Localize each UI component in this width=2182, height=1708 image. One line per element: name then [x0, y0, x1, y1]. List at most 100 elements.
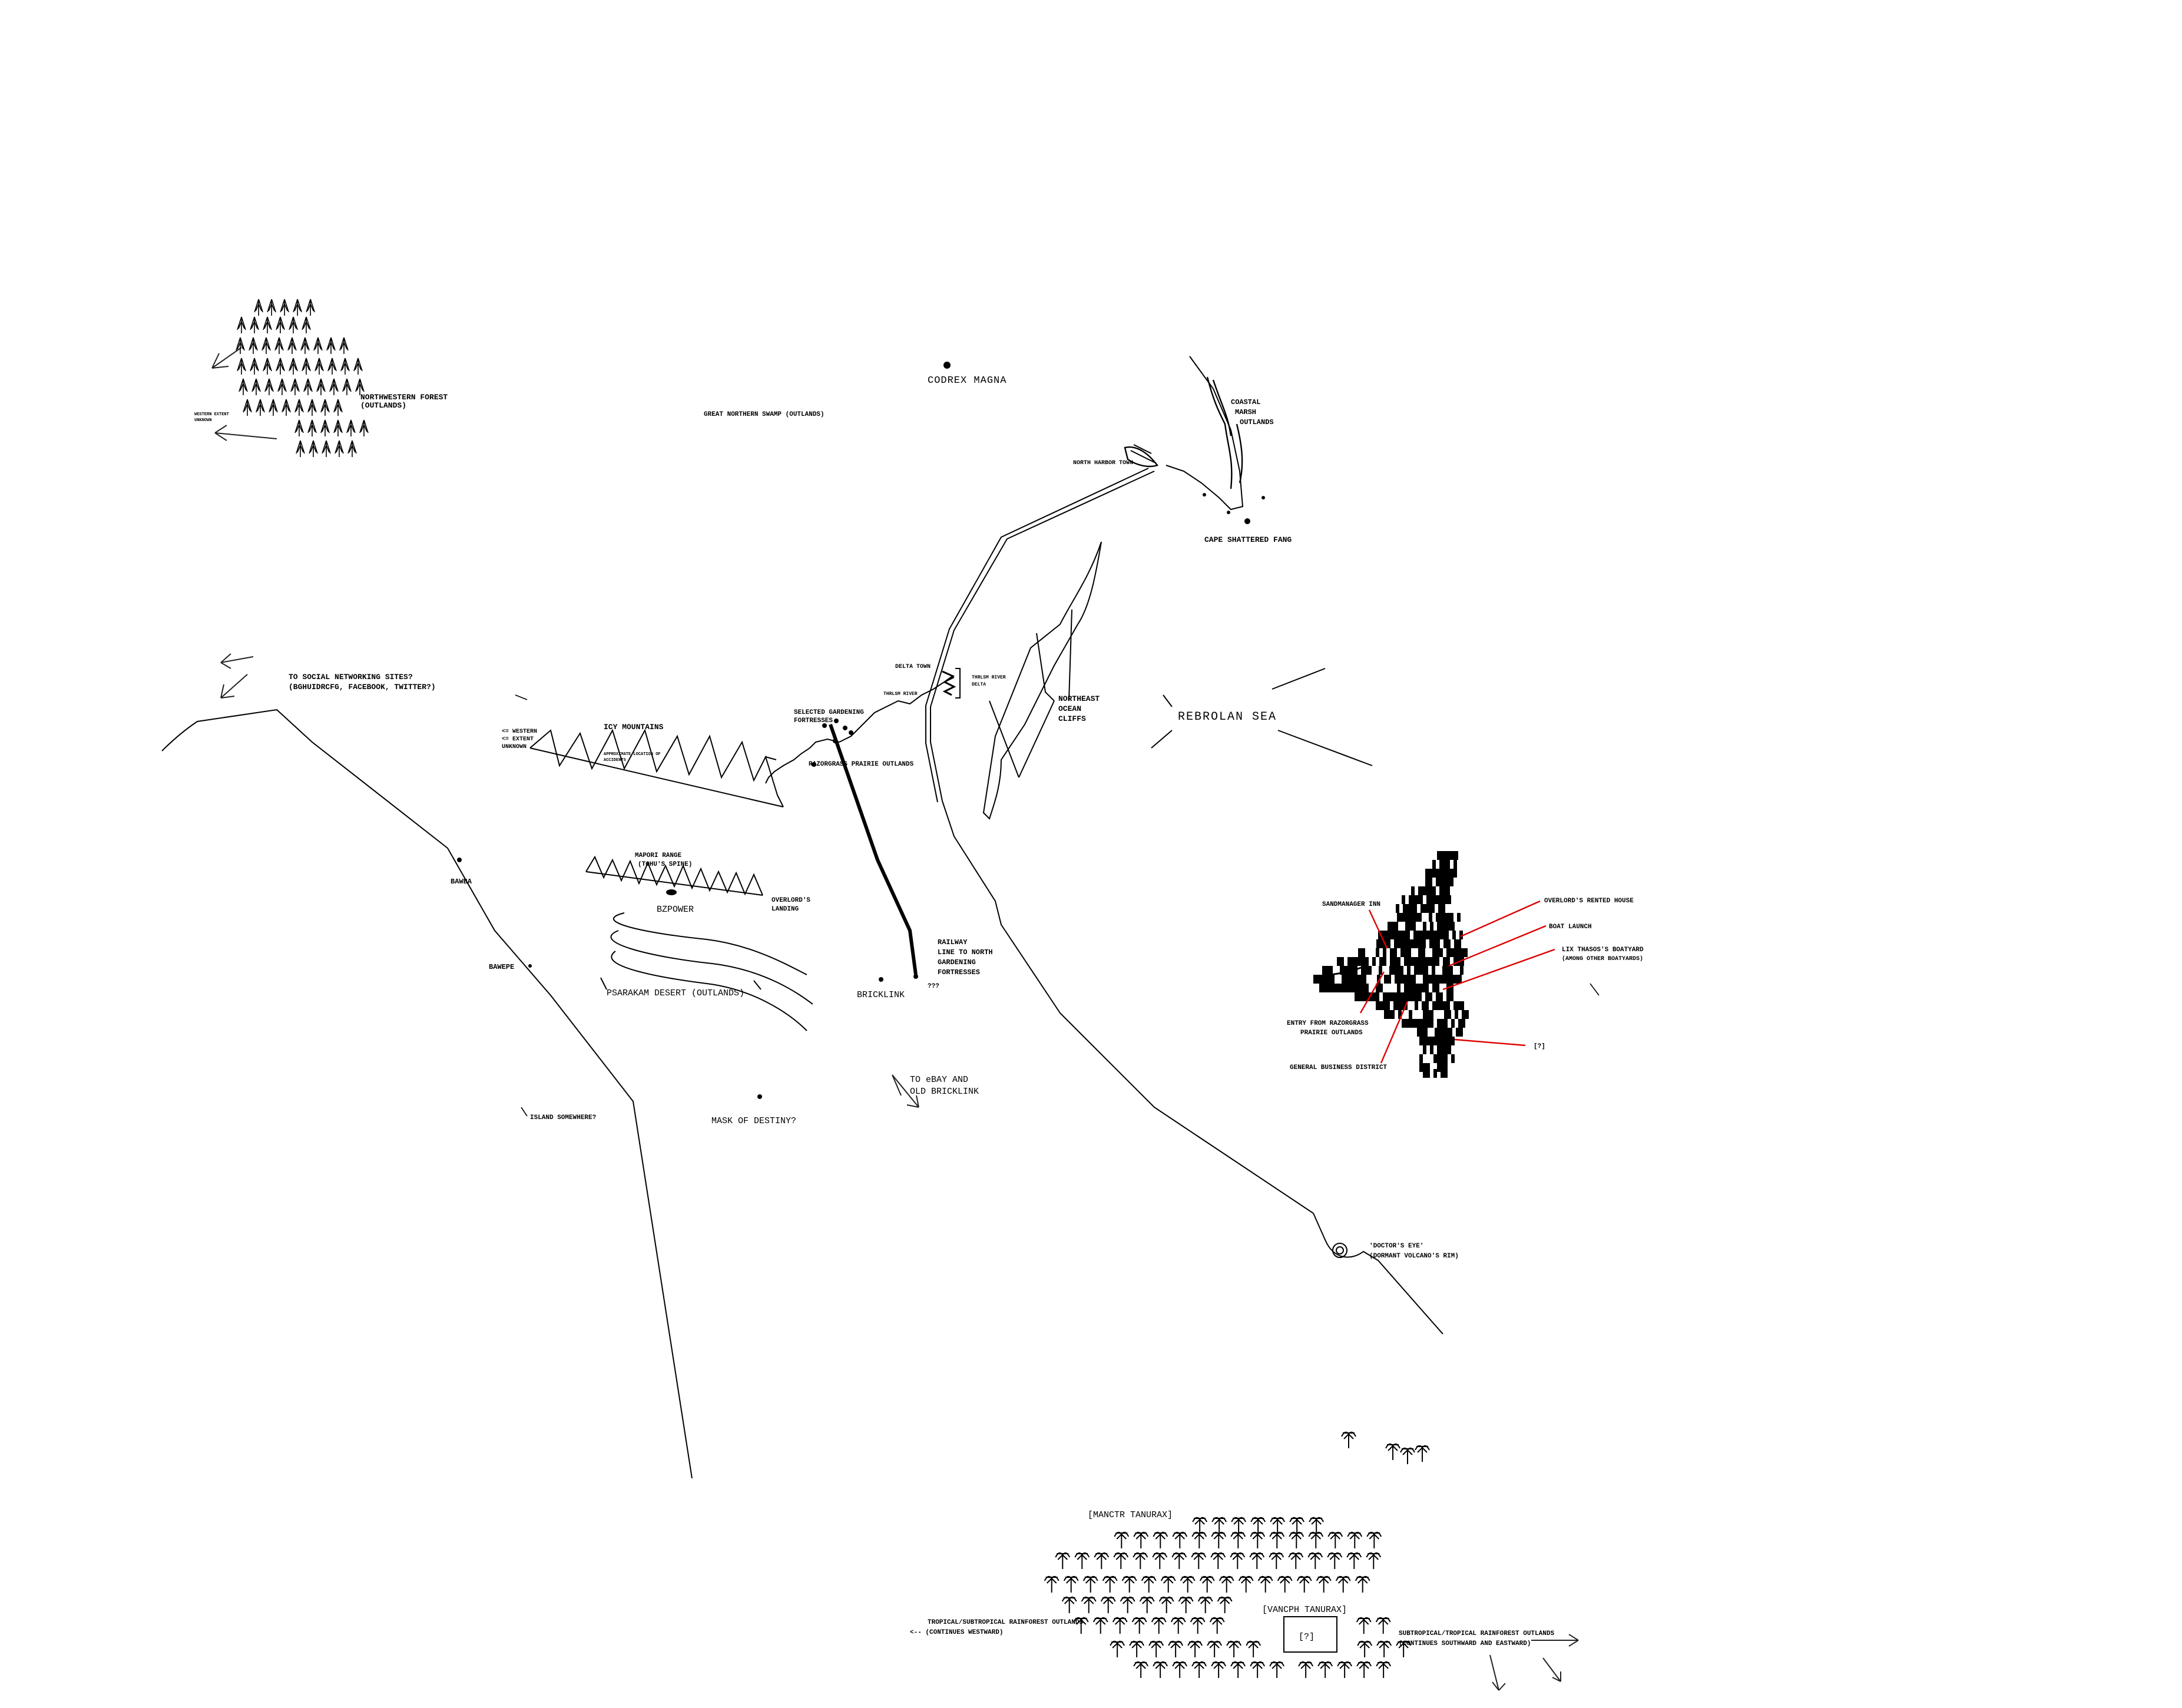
- conifer-tree-icon: [326, 337, 336, 354]
- bawepe-dot: [528, 964, 532, 968]
- palm-tree-icon: [1289, 1531, 1304, 1548]
- conifer-tree-icon: [314, 358, 324, 375]
- conifer-tree-icon: [327, 358, 337, 375]
- palm-tree-icon: [1376, 1661, 1392, 1678]
- conifer-tree-icon: [307, 419, 317, 436]
- conifer-tree-icon: [276, 358, 285, 375]
- overlords-landing-label-2: LANDING: [772, 906, 799, 913]
- palm-tree-icon: [1288, 1552, 1304, 1569]
- conifer-tree-icon: [256, 399, 265, 416]
- conifer-tree-icon: [263, 358, 272, 375]
- manctr-tanurax-label: [MANCTR TANURAX]: [1088, 1510, 1173, 1520]
- conifer-tree-icon: [346, 419, 356, 436]
- conifer-tree-icon: [342, 378, 352, 395]
- razorgrass-prairie-label: RAZORGRASS PRAIRIE OUTLANDS: [809, 761, 914, 768]
- palm-tree-icon: [1308, 1531, 1324, 1548]
- mapori-range-label-2: (TOHU'S SPINE): [638, 861, 692, 868]
- palm-tree-icon: [1180, 1575, 1196, 1593]
- conifer-tree-icon: [294, 419, 304, 436]
- conifer-tree-icon: [289, 358, 298, 375]
- conifer-tree-icon: [251, 378, 261, 395]
- palm-tree-icon: [1327, 1552, 1343, 1569]
- codrex-magna-dot: [943, 362, 951, 369]
- railway-end-label: ???: [928, 983, 939, 990]
- palm-tree-icon: [1250, 1661, 1266, 1678]
- conifer-tree-icon: [355, 378, 365, 395]
- conifer-tree-icon: [267, 299, 276, 316]
- palm-tree-icon: [1317, 1661, 1333, 1678]
- conifer-tree-icon: [333, 399, 343, 416]
- palm-tree-icon: [1074, 1552, 1090, 1569]
- overlords-landing-label: OVERLORD'S: [772, 897, 810, 904]
- palm-tree-icon: [1385, 1443, 1400, 1460]
- western-extent-label-2: UNKNOWN: [194, 418, 211, 423]
- palm-tree-icon: [1269, 1661, 1285, 1678]
- palm-tree-icon: [1141, 1575, 1157, 1593]
- palm-tree-icon: [1207, 1640, 1223, 1657]
- psarakam-desert-label: PSARAKAM DESERT (OUTLANDS): [607, 988, 744, 998]
- mapori-range-label: MAPORI RANGE: [635, 852, 682, 859]
- thrlsm-river-label: THRLSM RIVER: [883, 691, 918, 697]
- palm-tree-icon: [1307, 1552, 1323, 1569]
- palm-tree-icon: [1092, 1617, 1108, 1634]
- conifer-tree-icon: [236, 337, 245, 354]
- entry-razorgrass-label: ENTRY FROM RAZORGRASS: [1287, 1020, 1369, 1027]
- palm-tree-icon: [1210, 1552, 1226, 1569]
- palm-tree-icon: [1100, 1596, 1116, 1613]
- railway-label-3: GARDENING: [938, 958, 976, 966]
- conifer-tree-icon: [237, 316, 246, 333]
- palm-tree-icon: [1191, 1531, 1207, 1548]
- misc-ticks: [515, 694, 1600, 1117]
- conifer-tree-icon: [250, 316, 259, 333]
- palm-tree-icon: [1415, 1445, 1430, 1462]
- palm-tree-icon: [1209, 1617, 1225, 1634]
- settlement-markers: [457, 362, 1265, 1099]
- conifer-tree-icon: [276, 316, 285, 333]
- palm-tree-icon: [1121, 1575, 1137, 1593]
- coastal-marsh-label-3: OUTLANDS: [1240, 418, 1274, 426]
- bricklink-dot: [879, 977, 883, 982]
- general-business-label: GENERAL BUSINESS DISTRICT: [1290, 1064, 1387, 1071]
- palm-tree-icon: [1178, 1596, 1194, 1613]
- palm-tree-icon: [1081, 1596, 1097, 1613]
- palm-tree-icon: [1211, 1517, 1227, 1534]
- conifer-tree-icon: [243, 399, 252, 416]
- tropical-west-label-2: <-- (CONTINUES WESTWARD): [910, 1629, 1003, 1636]
- doctors-eye-label: 'DOCTOR'S EYE': [1369, 1243, 1423, 1250]
- palm-tree-icon: [1230, 1552, 1246, 1569]
- conifer-tree-icon: [340, 358, 350, 375]
- palm-tree-icon: [1168, 1640, 1184, 1657]
- palm-tree-icon: [1158, 1596, 1174, 1613]
- ebay-label-2: OLD BRICKLINK: [910, 1087, 979, 1097]
- palm-tree-icon: [1133, 1531, 1149, 1548]
- lix-thasos-label-2: (AMONG OTHER BOATYARDS): [1562, 955, 1643, 962]
- palm-tree-icon: [1211, 1661, 1227, 1678]
- palm-tree-icon: [1238, 1575, 1254, 1593]
- palm-tree-icon: [1073, 1617, 1089, 1634]
- palm-tree-icon: [1250, 1517, 1266, 1534]
- icy-western-label-3: UNKNOWN: [502, 744, 527, 750]
- palm-tree-icon: [1160, 1575, 1176, 1593]
- palm-tree-icon: [1113, 1552, 1129, 1569]
- lix-thasos-label: LIX THASOS'S BOATYARD: [1562, 946, 1644, 954]
- northeast-ocean-cliffs: [982, 541, 1102, 820]
- codrex-magna-label: CODREX MAGNA: [928, 375, 1006, 386]
- thrlsm-river-delta-label: THRLSM RIVER: [972, 675, 1006, 680]
- palm-tree-icon: [1171, 1552, 1187, 1569]
- mask-of-destiny-dot: [757, 1094, 762, 1099]
- palm-tree-icon: [1133, 1661, 1149, 1678]
- ebay-arrow: [892, 1074, 919, 1108]
- rebrolan-sea-label: REBROLAN SEA: [1178, 710, 1277, 724]
- gardening-fortresses-label: SELECTED GARDENING: [794, 709, 864, 716]
- city-callout-lines: [1359, 900, 1555, 1064]
- conifer-tree-icon: [320, 399, 330, 416]
- gardening-fortresses-label-2: FORTRESSES: [794, 717, 833, 724]
- doctors-eye-label-2: (DORMANT VOLCANO'S RIM): [1369, 1253, 1459, 1260]
- palm-tree-icon: [1082, 1575, 1098, 1593]
- thrlsm-river-delta-label-2: DELTA: [972, 682, 986, 687]
- conifer-tree-icon: [302, 316, 311, 333]
- palm-tree-icon: [1257, 1575, 1273, 1593]
- palm-tree-icon: [1298, 1661, 1314, 1678]
- palm-tree-icon: [1341, 1431, 1356, 1448]
- conifer-tree-icon: [320, 419, 330, 436]
